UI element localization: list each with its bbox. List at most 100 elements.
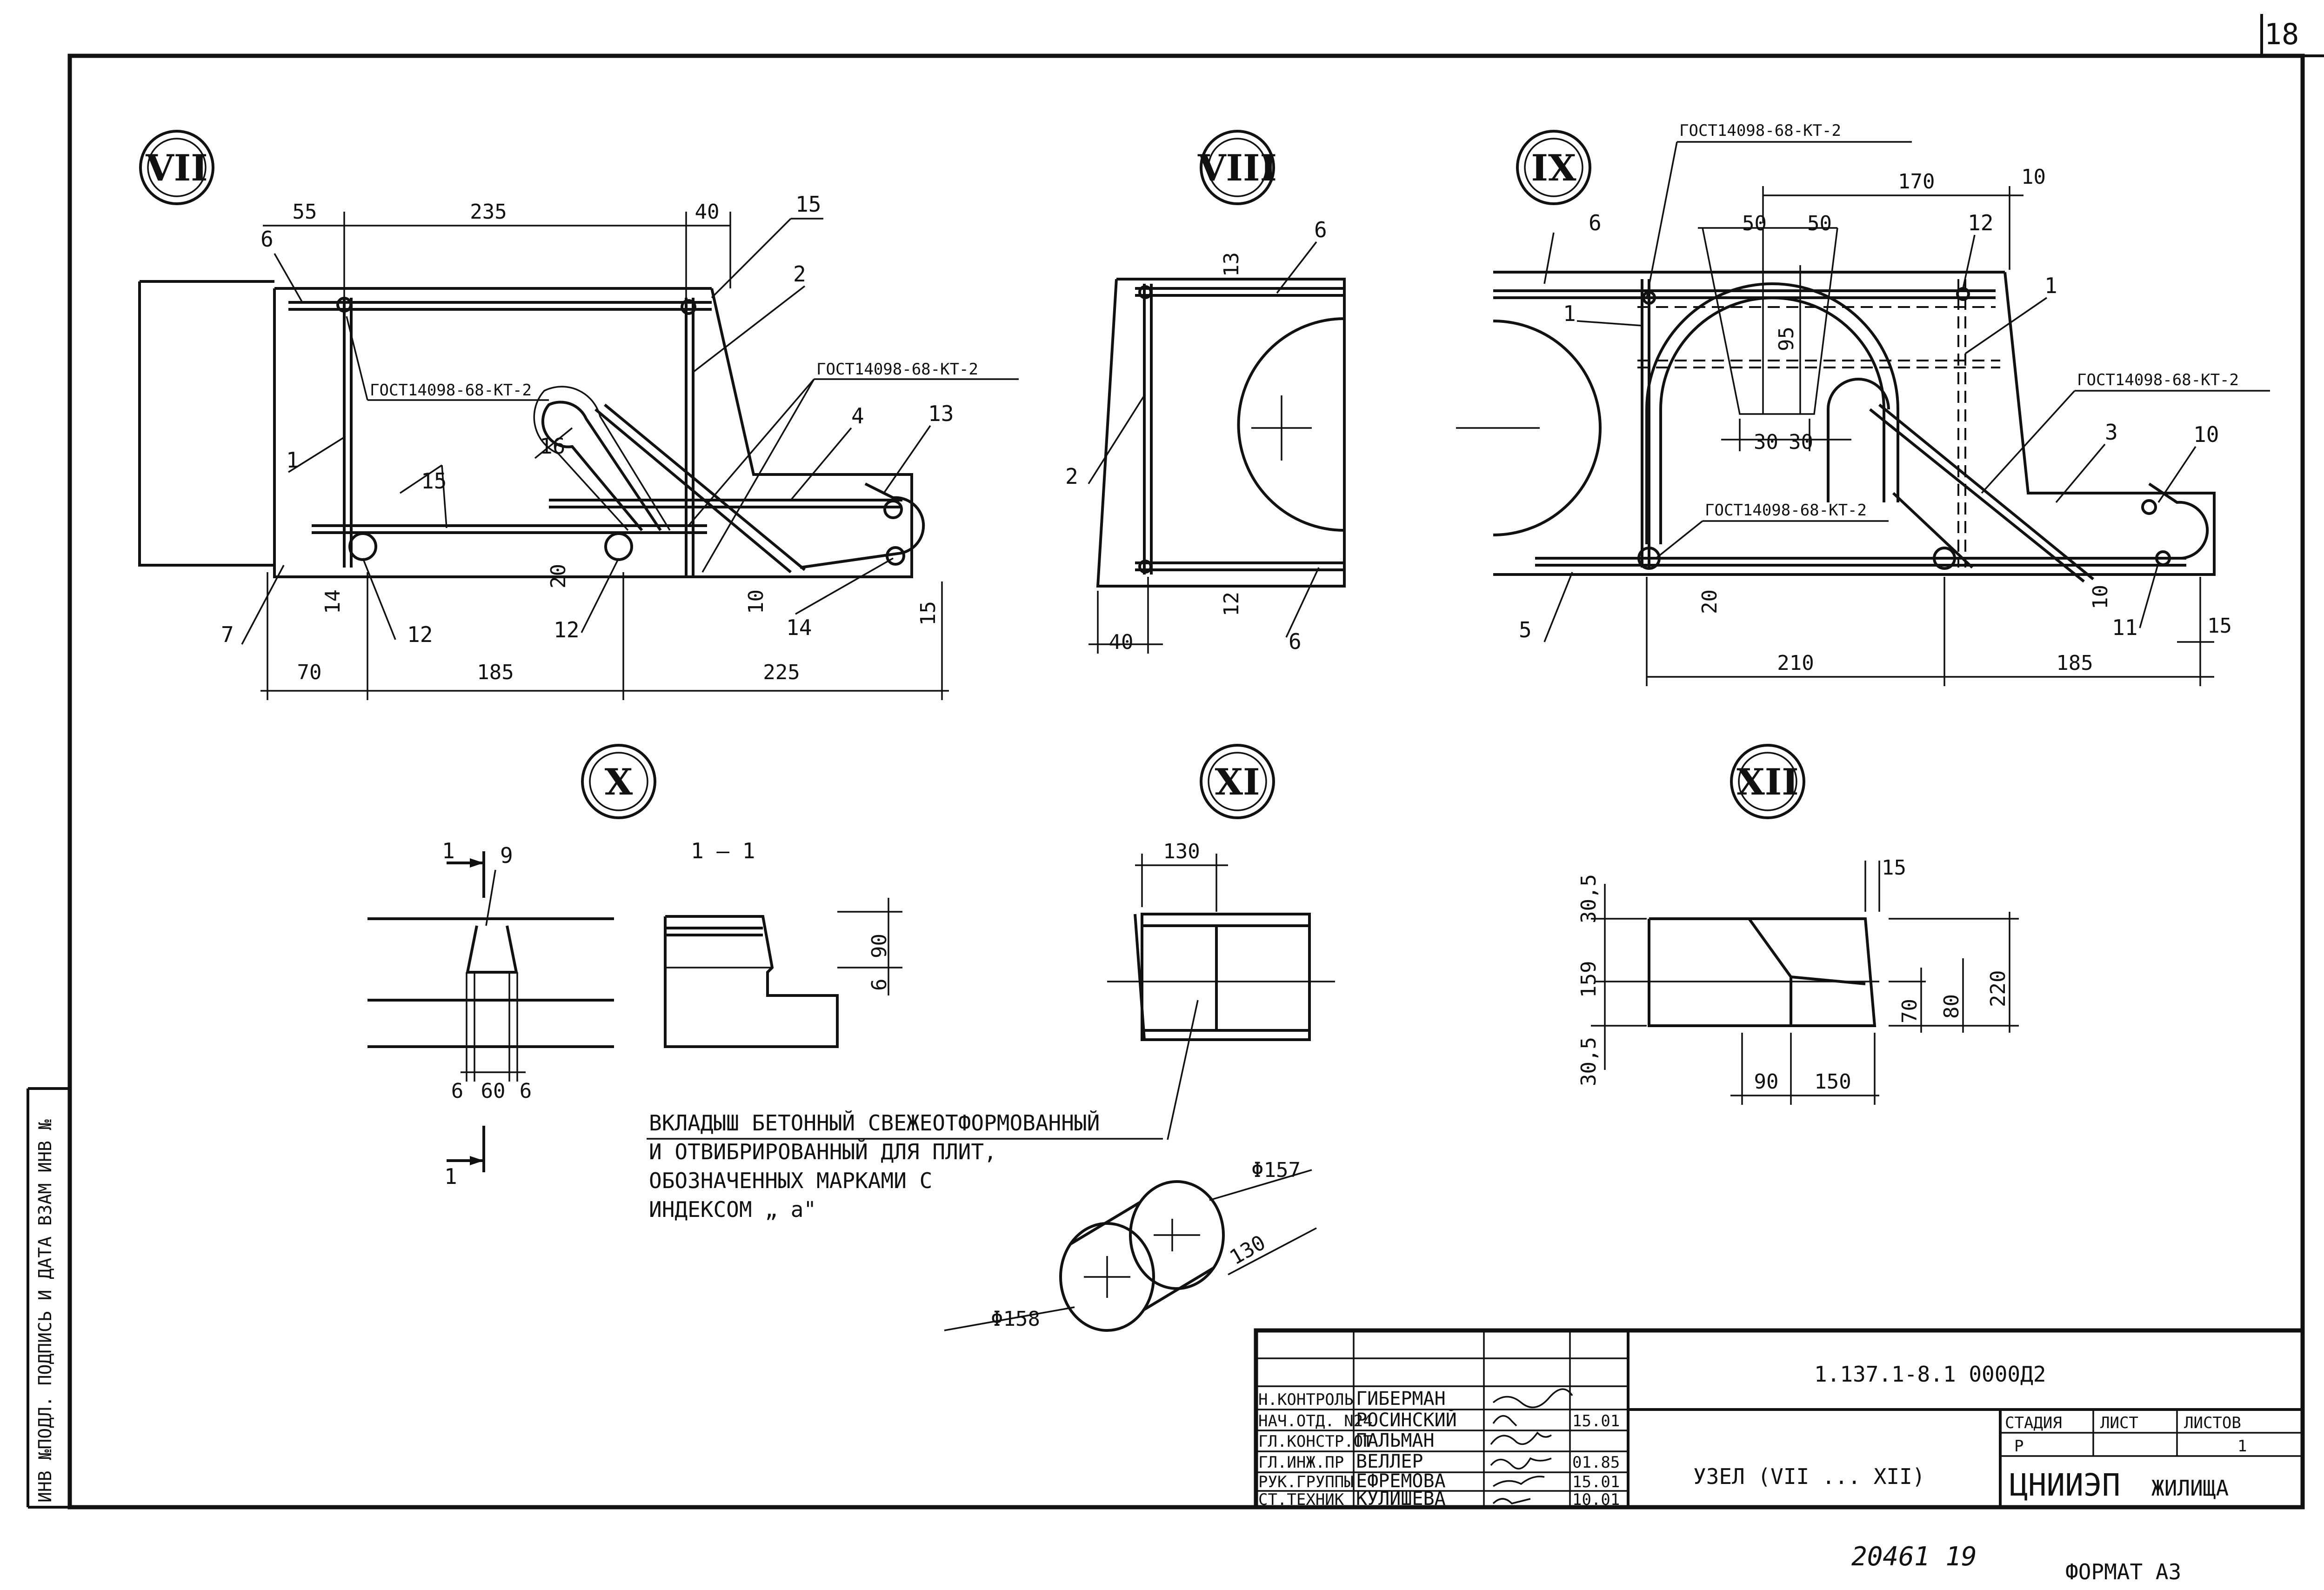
ix-gost-right: ГОСТ14098-68-КТ-2 — [2077, 371, 2239, 389]
sig-date-6: 10.01 — [1572, 1490, 1620, 1509]
node-xi-label: XI — [1215, 761, 1260, 803]
viii-pos-6-top: 6 — [1314, 217, 1327, 242]
insert-note-line-3: ОБОЗНАЧЕННЫХ МАРКАМИ С — [649, 1168, 932, 1193]
xii-dim-30-5-bottom: 30,5 — [1577, 1037, 1601, 1086]
ix-pos-12: 12 — [1968, 210, 1993, 235]
x-section-mark-top: 1 — [442, 838, 455, 863]
vii-pos-14: 14 — [786, 615, 812, 640]
vii-dim-70: 70 — [297, 661, 322, 684]
signature-marks — [1490, 1388, 1573, 1504]
node-xii: XII 15 30,5 159 30,5 70 80 220 90 150 — [1577, 744, 2019, 1105]
ix-dim-30-right: 30 — [1789, 430, 1813, 454]
ix-pos-1-right: 1 — [2044, 273, 2057, 298]
viii-pos-6-bottom: 6 — [1289, 629, 1302, 654]
node-vii-label: VII — [145, 147, 208, 189]
ix-pos-11: 11 — [2112, 615, 2137, 640]
vii-pos-2: 2 — [793, 261, 806, 287]
node-xii-label: XII — [1736, 761, 1799, 803]
vii-dim-55: 55 — [293, 200, 317, 224]
insert-note-line-2: И ОТВИБРИРОВАННЫЙ ДЛЯ ПЛИТ, — [649, 1139, 997, 1164]
inventory-number: 20461 19 — [1851, 1542, 1977, 1572]
tb-header-sheets: ЛИСТОВ — [2184, 1414, 2241, 1432]
vii-dim-225: 225 — [763, 661, 800, 684]
ix-pos-5: 5 — [1519, 617, 1532, 642]
tb-header-stage: СТАДИЯ — [2005, 1414, 2062, 1432]
sig-name-2: РОСИНСКИЙ — [1356, 1409, 1457, 1431]
insert-note: ВКЛАДЫШ БЕТОННЫЙ СВЕЖЕОТФОРМОВАННЫЙ И ОТ… — [647, 1110, 1163, 1222]
vii-pos-16: 16 — [540, 434, 565, 459]
xi-dim-130: 130 — [1163, 840, 1200, 863]
document-code: 1.137.1-8.1 0000Д2 — [1814, 1362, 2046, 1387]
sheet-number: 18 — [2264, 17, 2299, 51]
node-vii: VII 55 235 4 — [138, 130, 1019, 700]
vii-dim-235: 235 — [470, 200, 507, 224]
tb-sheets-value: 1 — [2237, 1437, 2247, 1456]
vii-pos-7: 7 — [221, 622, 234, 647]
vii-dim-15: 15 — [916, 601, 940, 626]
viii-dim-12: 12 — [1220, 592, 1243, 616]
insert-dim-phi157: Φ157 — [1251, 1158, 1301, 1182]
sig-date-4: 01.85 — [1572, 1453, 1620, 1472]
ix-dim-10-bottom: 10 — [2089, 585, 2112, 609]
vii-dim-20: 20 — [547, 564, 570, 588]
insert-dim-phi158: Φ158 — [991, 1307, 1040, 1331]
vii-dim-10: 10 — [744, 589, 768, 614]
org-main: ЦНИИЭП — [2010, 1467, 2120, 1503]
ix-pos-3: 3 — [2105, 420, 2118, 445]
insert-dim-130: 130 — [1226, 1231, 1269, 1270]
vii-pos-12-right: 12 — [554, 617, 579, 642]
ix-dim-170: 170 — [1898, 170, 1935, 194]
xii-dim-90: 90 — [1754, 1070, 1779, 1094]
ix-dim-20: 20 — [1698, 589, 1722, 614]
vii-pos-4: 4 — [851, 403, 864, 428]
ix-gost-bottom: ГОСТ14098-68-КТ-2 — [1705, 501, 1867, 520]
vii-pos-13: 13 — [928, 401, 954, 426]
viii-dim-40: 40 — [1109, 630, 1134, 654]
sig-role-3: ГЛ.КОНСТР.ОТ — [1258, 1432, 1373, 1451]
x-dim-6-right: 6 — [520, 1079, 532, 1103]
sig-role-6: СТ.ТЕХНИК — [1258, 1490, 1344, 1509]
sheet-frame — [27, 14, 2324, 1510]
vii-pos-15-top: 15 — [795, 192, 821, 217]
xii-dim-159: 159 — [1577, 961, 1601, 998]
sig-role-2: НАЧ.ОТД. N24 — [1258, 1412, 1373, 1430]
viii-dim-13: 13 — [1220, 252, 1243, 277]
vii-pos-6: 6 — [260, 227, 274, 252]
ix-dim-95: 95 — [1775, 327, 1798, 351]
ix-pos-6: 6 — [1589, 210, 1602, 235]
ix-dim-15: 15 — [2207, 614, 2232, 638]
vii-pos-15-mid: 15 — [421, 468, 447, 494]
node-viii-label: VIII — [1197, 147, 1277, 189]
x-side-dim-6: 6 — [868, 979, 891, 991]
x-side-dim-90: 90 — [868, 934, 891, 958]
xii-dim-15: 15 — [1882, 856, 1906, 880]
tb-stage-value: Р — [2014, 1437, 2023, 1456]
xii-dim-220: 220 — [1986, 970, 2010, 1007]
sig-name-1: ГИБЕРМАН — [1356, 1388, 1446, 1410]
ix-pos-1-left: 1 — [1563, 301, 1576, 326]
vii-pos-12-left: 12 — [407, 622, 433, 647]
x-pos-9: 9 — [500, 843, 513, 868]
sig-name-5: ЕФРЕМОВА — [1356, 1470, 1446, 1492]
vii-pos-1: 1 — [286, 448, 299, 473]
node-xi: XI 130 — [1107, 744, 1335, 1140]
vii-gost-2: ГОСТ14098-68-КТ-2 — [816, 360, 978, 379]
sig-date-2: 15.01 — [1572, 1412, 1620, 1430]
ix-pos-10-right: 10 — [2193, 422, 2219, 447]
sig-name-3: ПАЛЬМАН — [1356, 1430, 1435, 1451]
x-dim-6-left: 6 — [451, 1079, 464, 1103]
side-stamp: ИНВ №ПОДЛ. ПОДПИСЬ И ДАТА ВЗАМ ИНВ № — [35, 1119, 55, 1503]
org-sub: ЖИЛИЩА — [2151, 1476, 2229, 1501]
viii-pos-2: 2 — [1065, 464, 1078, 489]
vii-gost-1: ГОСТ14098-68-КТ-2 — [370, 381, 532, 400]
format-label: ФОРМАТ А3 — [2065, 1559, 2181, 1584]
sig-role-5: РУК.ГРУППЫ — [1258, 1473, 1354, 1491]
insert-cylinder: Φ157 130 Φ158 — [944, 1158, 1317, 1332]
insert-note-line-1: ВКЛАДЫШ БЕТОННЫЙ СВЕЖЕОТФОРМОВАННЫЙ — [649, 1110, 1100, 1136]
title-block: 1.137.1-8.1 0000Д2 УЗЕЛ (VII ... XII) СТ… — [1254, 1328, 2305, 1510]
vii-dim-14: 14 — [321, 589, 345, 614]
insert-note-line-4: ИНДЕКСОМ „ а" — [649, 1197, 816, 1222]
ix-dim-30-left: 30 — [1754, 430, 1778, 454]
xii-dim-80: 80 — [1940, 994, 1963, 1019]
